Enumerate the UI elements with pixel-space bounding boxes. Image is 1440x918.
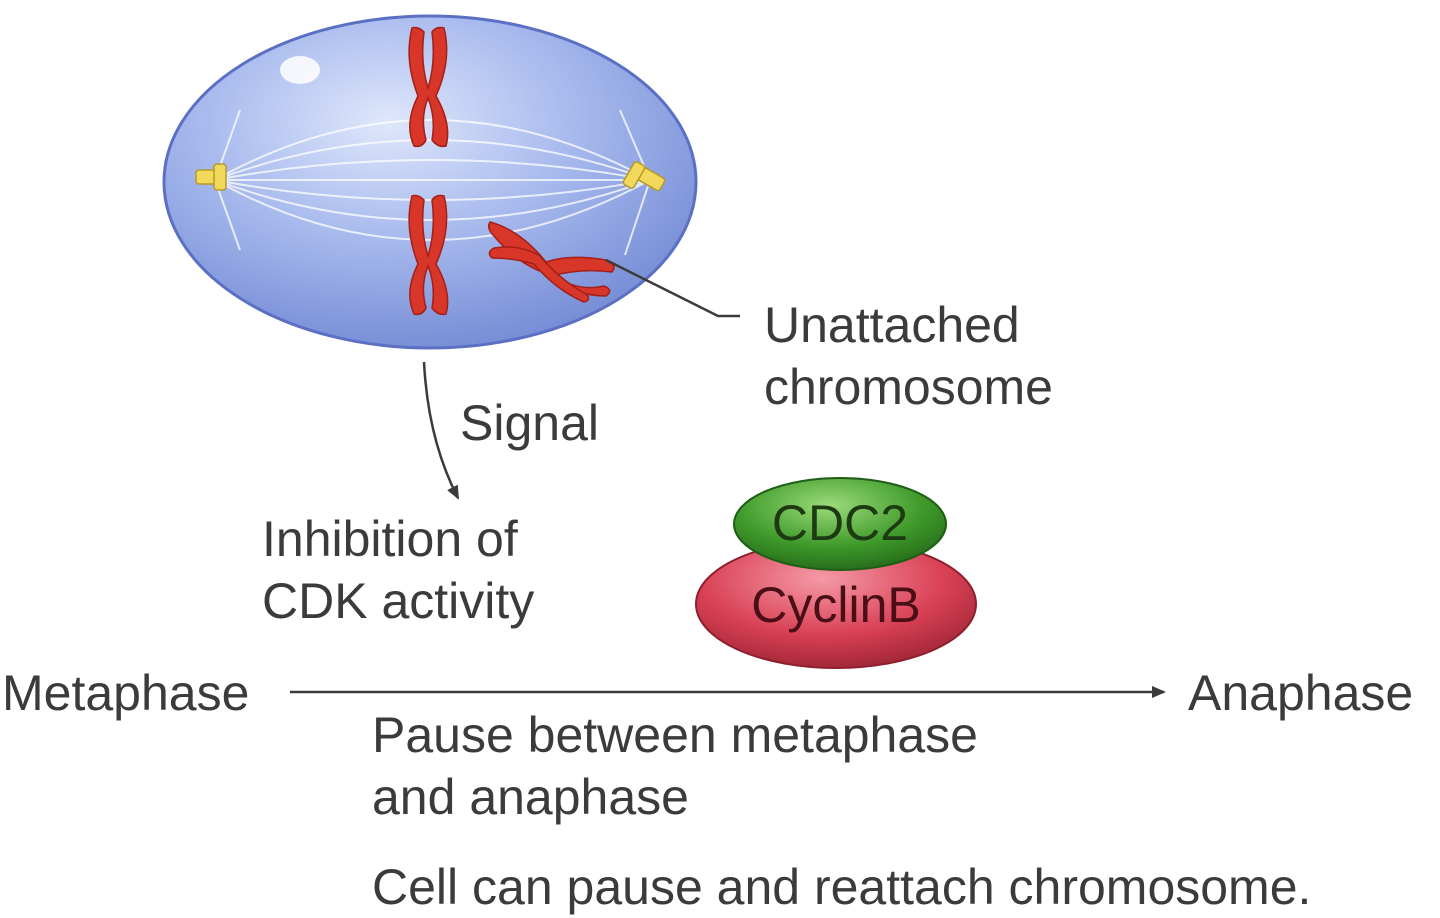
chromosome-unattached (487, 221, 615, 303)
cdc2-label: CDC2 (772, 495, 908, 551)
unattached-label-line2: chromosome (764, 359, 1053, 415)
centrosome-left (195, 163, 227, 191)
chromosome-top (408, 26, 449, 148)
anaphase-label: Anaphase (1188, 665, 1414, 721)
inhibition-label: Inhibition of CDK activity (262, 508, 534, 632)
cell-spindle (162, 14, 698, 350)
footer-caption: Cell can pause and reattach chromosome. (372, 859, 1312, 915)
centrosome-right (622, 161, 666, 192)
inhibition-label-line1: Inhibition of (262, 511, 518, 567)
unattached-label-line1: Unattached (764, 297, 1020, 353)
cdk-complex: CDC2 CyclinB (695, 477, 977, 669)
unattached-leader-line (605, 258, 740, 318)
metaphase-label: Metaphase (2, 665, 250, 721)
pause-label: Pause between metaphase and anaphase (372, 704, 978, 828)
cell-highlight (280, 56, 320, 84)
pause-label-line1: Pause between metaphase (372, 707, 978, 763)
unattached-chromosome-label: Unattached chromosome (764, 294, 1053, 418)
signal-label: Signal (460, 395, 599, 451)
signal-arrow (422, 361, 460, 500)
chromosome-bottom (408, 194, 449, 316)
pause-label-line2: and anaphase (372, 769, 689, 825)
cdc2-blob (733, 477, 947, 571)
cyclinb-label: CyclinB (751, 577, 920, 633)
cell-body (162, 14, 698, 350)
inhibition-label-line2: CDK activity (262, 573, 535, 629)
